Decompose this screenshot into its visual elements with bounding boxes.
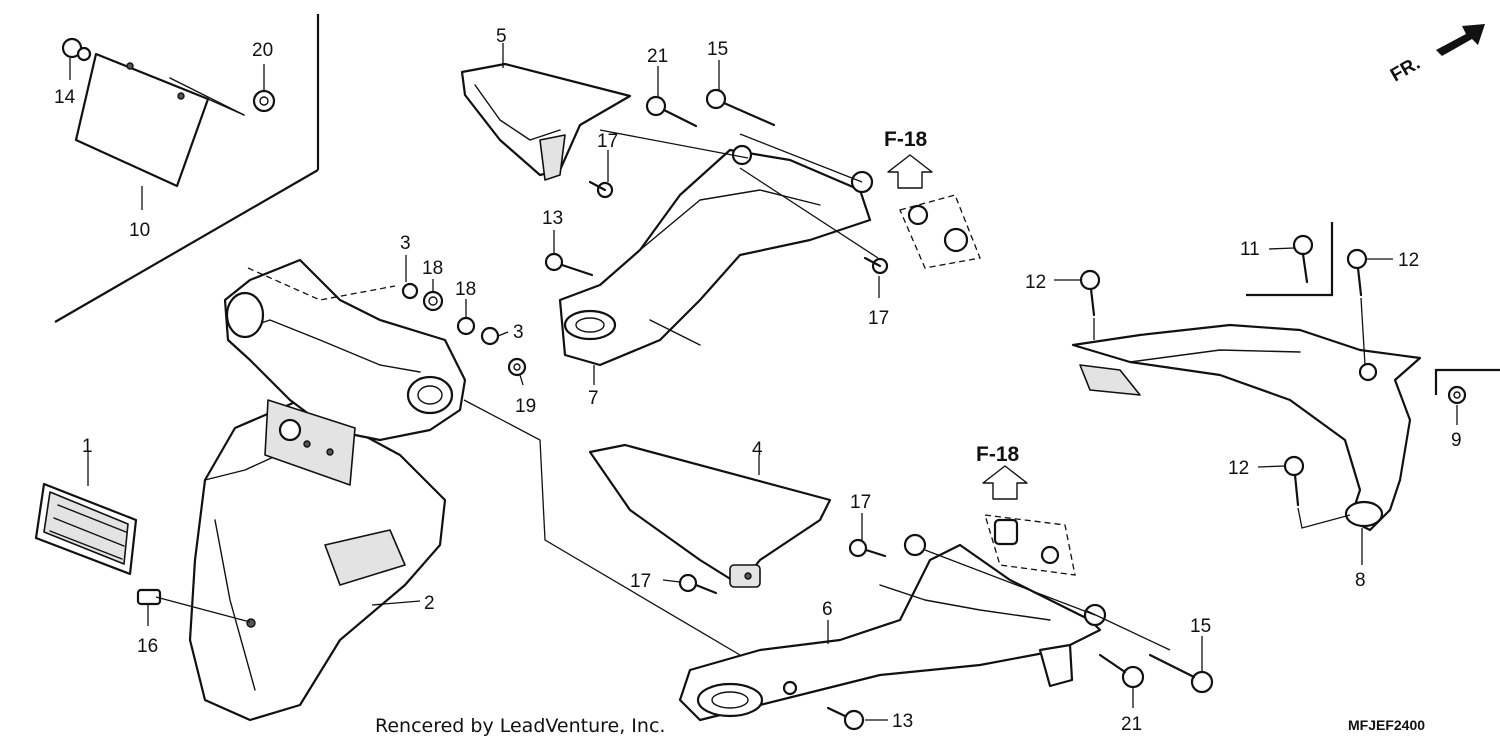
washer-3-upper bbox=[401, 282, 419, 300]
callout-15-lower: 15 bbox=[1190, 616, 1211, 637]
callout-10: 10 bbox=[129, 220, 150, 241]
screw-12-upper-left bbox=[1079, 269, 1101, 317]
reference-arrow-lower bbox=[982, 465, 1028, 500]
clip-9 bbox=[1447, 385, 1467, 405]
screw-17-lower bbox=[848, 538, 887, 558]
callout-3-upper: 3 bbox=[400, 233, 411, 254]
callout-15-upper: 15 bbox=[707, 39, 728, 60]
undertray-bracket bbox=[223, 258, 467, 486]
callout-17-lower: 17 bbox=[850, 492, 871, 513]
bolt-13-upper bbox=[544, 252, 594, 277]
callout-3-lower: 3 bbox=[513, 322, 524, 343]
callout-12-upper-left: 12 bbox=[1025, 272, 1046, 293]
nut-16 bbox=[136, 588, 162, 606]
inset-frame-bolt-11 bbox=[1246, 222, 1334, 297]
callout-11: 11 bbox=[1240, 239, 1260, 260]
callout-17-upper: 17 bbox=[597, 131, 618, 152]
bolt-21-upper bbox=[645, 95, 698, 128]
bolt-14 bbox=[61, 37, 92, 62]
rubber-mount-upper bbox=[899, 194, 981, 269]
side-cover-4 bbox=[588, 443, 832, 588]
washer-3-lower bbox=[480, 326, 500, 346]
callout-8: 8 bbox=[1355, 570, 1366, 591]
callout-17-lower-left: 17 bbox=[630, 571, 651, 592]
callout-14: 14 bbox=[54, 87, 76, 108]
callout-9: 9 bbox=[1451, 430, 1462, 451]
callout-18-lower: 18 bbox=[455, 279, 476, 300]
callout-13-upper: 13 bbox=[542, 208, 563, 229]
license-plate-10 bbox=[74, 52, 245, 188]
nut-18-lower bbox=[456, 316, 476, 336]
callout-4: 4 bbox=[752, 439, 763, 460]
rubber-mount-lower bbox=[984, 514, 1076, 576]
reference-label-upper: F-18 bbox=[884, 128, 928, 151]
nut-19 bbox=[507, 357, 527, 377]
rear-cover-8 bbox=[1071, 323, 1422, 532]
bolt-13-lower bbox=[826, 706, 865, 731]
screw-17-upper bbox=[588, 180, 614, 199]
callout-5: 5 bbox=[496, 26, 507, 47]
screw-12-lower bbox=[1283, 455, 1305, 507]
reflector-1 bbox=[34, 482, 138, 576]
reference-label-lower: F-18 bbox=[976, 443, 1020, 466]
callout-labels: 1 2 3 3 4 5 6 7 8 9 10 11 12 12 12 13 13… bbox=[54, 26, 1462, 735]
diagram-code: MFJEF2400 bbox=[1348, 717, 1425, 733]
reference-arrow-upper bbox=[887, 154, 933, 189]
inset-frame-license bbox=[54, 14, 320, 323]
callout-2: 2 bbox=[424, 593, 435, 614]
bolt-21-lower bbox=[1098, 653, 1145, 689]
arrow-up-right-icon bbox=[1436, 24, 1485, 56]
callout-6: 6 bbox=[822, 599, 833, 620]
screw-11 bbox=[1292, 234, 1314, 284]
direction-indicator: FR. bbox=[1387, 53, 1424, 86]
callout-17-mid: 17 bbox=[868, 308, 889, 329]
nut-18-upper bbox=[422, 290, 444, 312]
grab-rail-7 bbox=[558, 144, 874, 367]
screw-17-lower-left bbox=[678, 573, 718, 595]
callout-21-upper: 21 bbox=[647, 46, 668, 67]
callout-18-upper: 18 bbox=[422, 258, 443, 279]
callout-7: 7 bbox=[588, 388, 599, 409]
callout-12-lower: 12 bbox=[1228, 458, 1249, 479]
nut-20 bbox=[252, 89, 276, 113]
rear-fender-2 bbox=[188, 398, 447, 722]
screw-12-upper-right bbox=[1346, 248, 1368, 297]
credit-text: Rencered by LeadVenture, Inc. bbox=[375, 715, 665, 737]
callout-20: 20 bbox=[252, 40, 273, 61]
side-cover-5 bbox=[460, 62, 632, 181]
callout-12-upper-right: 12 bbox=[1398, 250, 1419, 271]
callout-21-lower: 21 bbox=[1121, 714, 1142, 735]
grab-rail-6 bbox=[678, 533, 1107, 722]
screw-17-mid bbox=[863, 256, 889, 275]
callout-16: 16 bbox=[137, 636, 158, 657]
callout-1: 1 bbox=[82, 436, 93, 457]
inset-frame-clip-9 bbox=[1434, 368, 1500, 395]
bolt-15-lower bbox=[1148, 653, 1214, 694]
callout-13-lower: 13 bbox=[892, 711, 913, 732]
callout-leaders bbox=[69, 43, 1458, 721]
callout-19: 19 bbox=[515, 396, 536, 417]
bolt-15-upper bbox=[705, 88, 776, 127]
